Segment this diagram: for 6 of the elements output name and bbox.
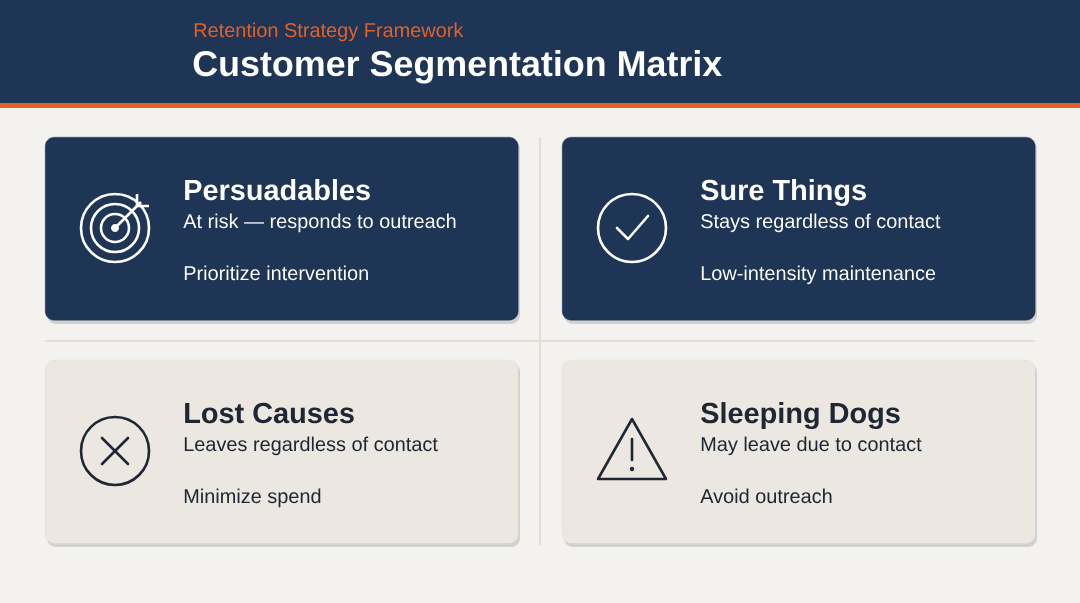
segment-card: Lost Causes Leaves regardless of contact Minimize spend bbox=[45, 360, 520, 547]
segment-card: Persuadables At risk — responds to outreach Prioritize intervention bbox=[45, 137, 520, 324]
segment-card: Sleeping Dogs May leave due to contact Avoid outreach bbox=[562, 360, 1037, 547]
segment-card: Sure Things Stays regardless of contact Low-intensity maintenance bbox=[562, 137, 1037, 324]
title: Customer Segmentation Matrix bbox=[193, 50, 722, 84]
subtitle: Retention Strategy Framework bbox=[194, 22, 464, 42]
